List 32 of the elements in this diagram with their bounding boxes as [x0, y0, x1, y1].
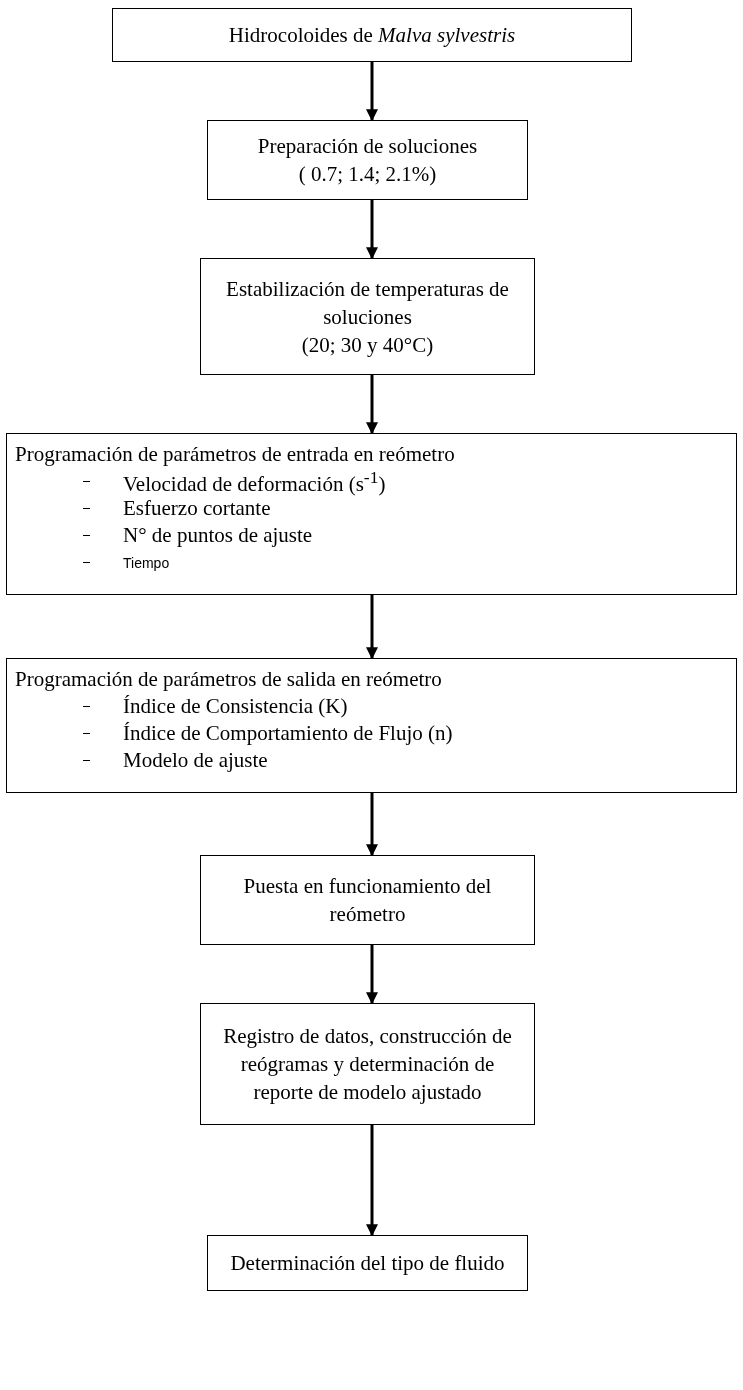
process-box — [207, 120, 528, 200]
box-text: Hidrocoloides de Malva sylvestris — [228, 22, 516, 49]
arrow — [366, 793, 378, 857]
box-text: ( 0.7; 1.4; 2.1%) — [298, 161, 437, 188]
process-box — [207, 1235, 528, 1291]
box-text: (20; 30 y 40°C) — [301, 331, 434, 359]
box-heading: Programación de parámetros de salida en reómetro — [15, 666, 443, 693]
arrow — [366, 1125, 378, 1237]
process-box — [6, 433, 737, 595]
process-box — [200, 855, 535, 945]
list-item: Modelo de ajuste — [123, 748, 268, 773]
process-box — [112, 8, 632, 62]
process-box — [200, 258, 535, 375]
arrow — [366, 375, 378, 435]
list-item: Velocidad de deformación (s$^{-1}$) — [123, 466, 386, 497]
list-item: Índice de Consistencia (K) — [123, 694, 348, 719]
arrow — [366, 200, 378, 260]
box-text: Preparación de soluciones — [257, 133, 478, 160]
box-text: Determinación del tipo de fluido — [230, 1250, 505, 1277]
list-item: Índice de Comportamiento de Flujo (n) — [123, 721, 453, 746]
box-text: Estabilización de temperaturas de soluciones — [225, 275, 510, 331]
list-item: Esfuerzo cortante — [123, 496, 271, 521]
list-item: Tiempo — [123, 554, 170, 571]
list-item: N° de puntos de ajuste — [123, 523, 313, 548]
box-text: Registro de datos, construcción de reógramas y determinación de reporte de modelo ajustado — [222, 1023, 513, 1106]
box-text: Puesta en funcionamiento del reómetro — [242, 873, 493, 928]
arrow — [366, 595, 378, 660]
arrow — [366, 62, 378, 122]
process-box — [200, 1003, 535, 1125]
arrow — [366, 945, 378, 1005]
process-box — [6, 658, 737, 793]
box-heading: Programación de parámetros de entrada en reómetro — [15, 441, 456, 468]
